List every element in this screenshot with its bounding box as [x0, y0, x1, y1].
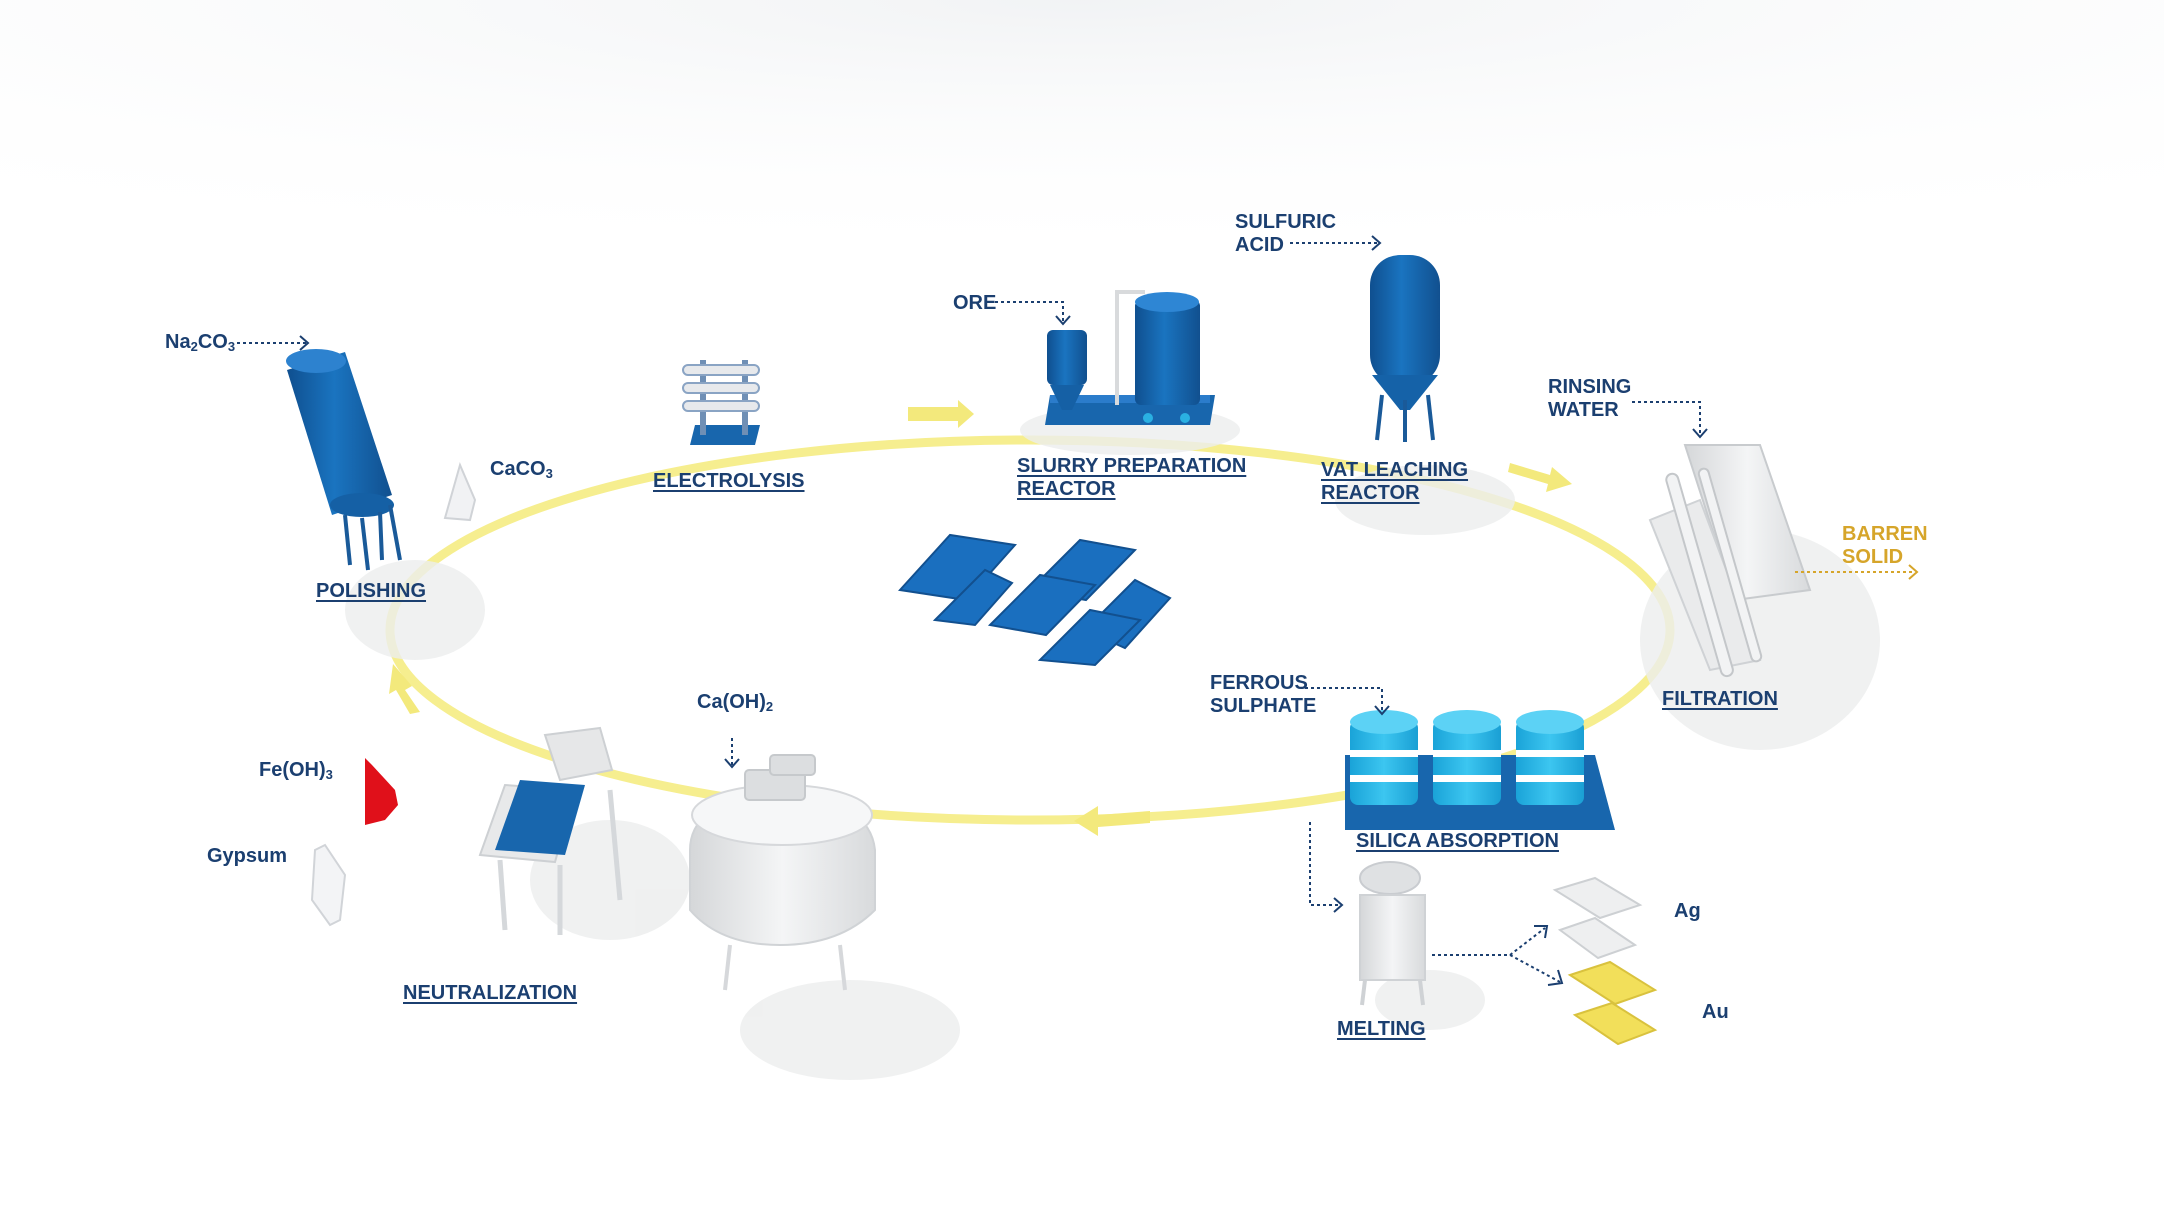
- arrowhead-ag: [1534, 925, 1549, 939]
- label-au: Au: [1702, 1001, 1729, 1023]
- station-vat-line1: VAT LEACHING: [1321, 459, 1469, 481]
- label-na2co3-s1: 2: [190, 339, 198, 354]
- label-caoh2: Ca(OH)2: [697, 691, 773, 718]
- arrowhead-melting: [1333, 897, 1344, 913]
- arrow-melting-to-ag: [1432, 927, 1546, 956]
- label-barren-line2: SOLID: [1842, 546, 1904, 568]
- vat-leaching-tank: [1370, 255, 1440, 442]
- arrowhead-sulfuric: [1371, 235, 1382, 251]
- station-neutralization: NEUTRALIZATION: [403, 982, 578, 1004]
- arrow-silica-to-melting: [1309, 822, 1340, 906]
- label-barren-line1: BARREN: [1842, 523, 1928, 545]
- silver-bars: [1552, 876, 1643, 960]
- arrow-ferrous: [1305, 687, 1383, 712]
- label-feoh3-base: Fe(OH): [259, 759, 326, 781]
- station-vat-line2: REACTOR: [1321, 482, 1420, 504]
- caco3-crystal: [443, 462, 477, 522]
- label-gypsum: Gypsum: [207, 845, 288, 867]
- flow-arrow-right: [1508, 463, 1572, 492]
- mixing-tank: [689, 754, 876, 991]
- neutralization-press: [478, 726, 623, 935]
- background-haze: [0, 0, 2164, 300]
- label-ferrous-line2: SULPHATE: [1210, 695, 1317, 717]
- silica-absorption-columns: [1345, 710, 1615, 830]
- filtration-press: [1648, 444, 1812, 678]
- station-slurry-preparation-reactor: SLURRY PREPARATION REACTOR: [1017, 455, 1246, 501]
- arrowhead-barren: [1908, 564, 1919, 580]
- polishing-tank: [286, 349, 402, 571]
- arrowhead-au: [1547, 969, 1564, 986]
- arrow-melting-to-au: [1509, 954, 1561, 983]
- arrowhead-ferrous: [1374, 705, 1390, 716]
- label-caoh2-base: Ca(OH): [697, 691, 766, 713]
- station-slurry-line2: REACTOR: [1017, 478, 1116, 500]
- label-ag: Ag: [1674, 900, 1701, 922]
- label-ferrous-sulphate: FERROUS SULPHATE: [1210, 672, 1316, 718]
- label-sulfuric-line1: SULFURIC: [1235, 211, 1337, 233]
- label-na2co3: Na2CO3: [165, 331, 235, 358]
- label-caco3-base: CaCO: [490, 458, 546, 480]
- label-na2co3-p1: Na: [165, 331, 191, 353]
- label-sulfuric-line2: ACID: [1235, 234, 1284, 256]
- feoh3-crystal: [365, 758, 398, 825]
- melting-furnace: [1359, 861, 1426, 1006]
- label-caoh2-sub: 2: [765, 699, 774, 714]
- station-slurry-line1: SLURRY PREPARATION: [1017, 455, 1247, 477]
- arrowhead-ore: [1055, 315, 1071, 326]
- station-silica-absorption: SILICA ABSORPTION: [1356, 830, 1559, 852]
- arrowhead-rinsing: [1692, 428, 1708, 439]
- station-filtration: FILTRATION: [1662, 688, 1778, 710]
- label-ore: ORE: [953, 292, 997, 314]
- label-feoh3: Fe(OH)3: [259, 759, 333, 786]
- label-rinsing-line2: WATER: [1548, 399, 1619, 421]
- arrowhead-na2co3: [299, 335, 310, 351]
- flow-arrow-left: [389, 664, 420, 714]
- slurry-reactor: [1045, 290, 1215, 425]
- label-caco3-sub: 3: [545, 466, 553, 481]
- label-ferrous-line1: FERROUS: [1210, 672, 1308, 694]
- label-barren-solid: BARREN SOLID: [1842, 523, 1928, 569]
- arrowhead-caoh: [724, 758, 740, 769]
- gold-bars: [1567, 960, 1658, 1046]
- gypsum-crystal: [310, 843, 347, 927]
- station-electrolysis: ELECTROLYSIS: [653, 470, 805, 492]
- label-na2co3-p2: CO: [197, 331, 228, 353]
- station-melting: MELTING: [1337, 1018, 1426, 1040]
- label-caco3: CaCO3: [490, 458, 553, 485]
- label-rinsing-water: RINSING WATER: [1548, 376, 1631, 422]
- arrow-rinsing: [1632, 401, 1701, 435]
- label-feoh3-sub: 3: [325, 767, 333, 782]
- label-sulfuric-acid: SULFURIC ACID: [1235, 211, 1336, 257]
- center-panel-tiles: [898, 533, 1172, 667]
- station-polishing: POLISHING: [316, 580, 427, 602]
- arrow-ore: [995, 301, 1064, 322]
- label-rinsing-line1: RINSING: [1548, 376, 1632, 398]
- electrolysis-rack: [682, 360, 760, 445]
- station-vat-leaching-reactor: VAT LEACHING REACTOR: [1321, 459, 1468, 505]
- flow-arrow-bottom: [1074, 806, 1150, 836]
- flow-arrow-top: [908, 400, 974, 428]
- label-na2co3-s2: 3: [227, 339, 236, 354]
